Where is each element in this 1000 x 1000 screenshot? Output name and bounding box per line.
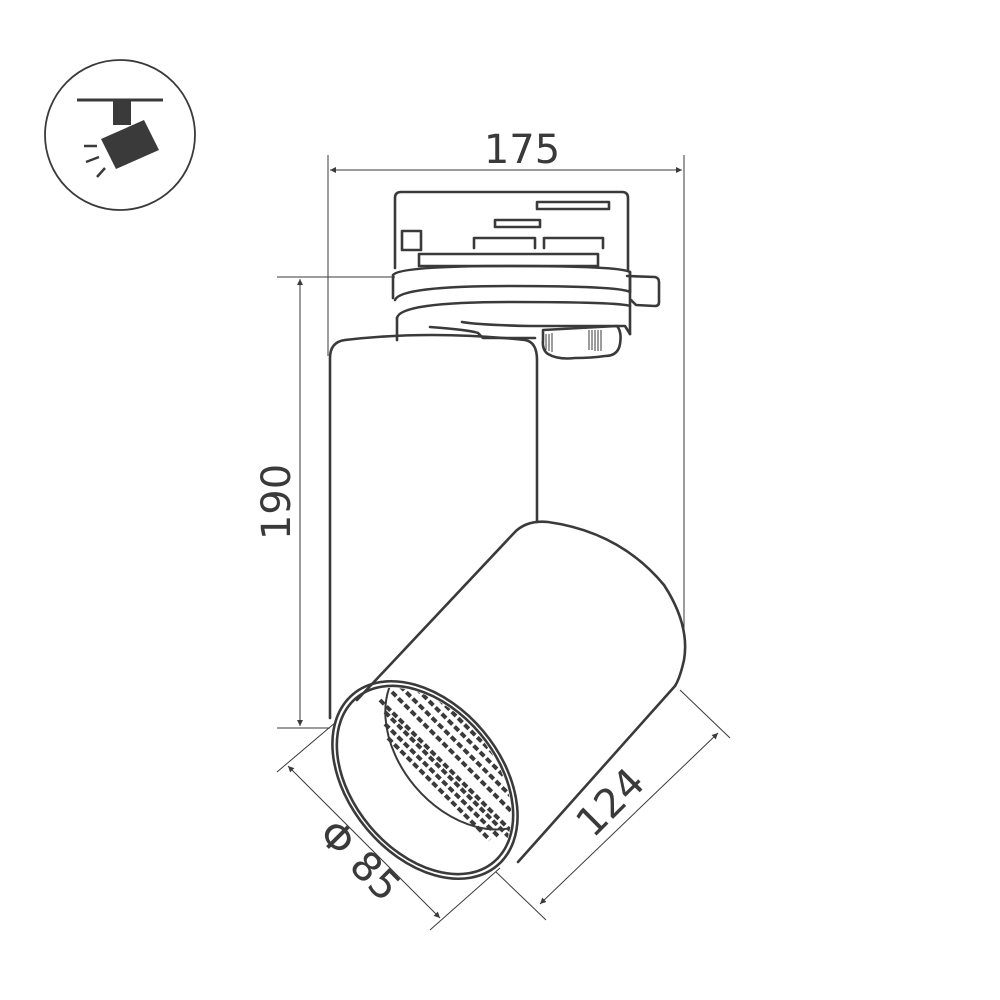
lamp-body [328,333,539,720]
track-spotlight-icon [44,59,196,211]
dimension-length-label: 124 [568,760,655,847]
dimension-length: 124 [495,689,731,921]
dimension-diameter-label: Φ 85 [309,811,409,911]
track-adapter [391,190,661,360]
dimension-height: 190 [254,276,395,729]
reflector-grid-icon [378,654,547,842]
dimension-height-label: 190 [254,464,300,540]
dimension-width: 175 [327,127,685,640]
dimension-width-label: 175 [484,127,560,173]
